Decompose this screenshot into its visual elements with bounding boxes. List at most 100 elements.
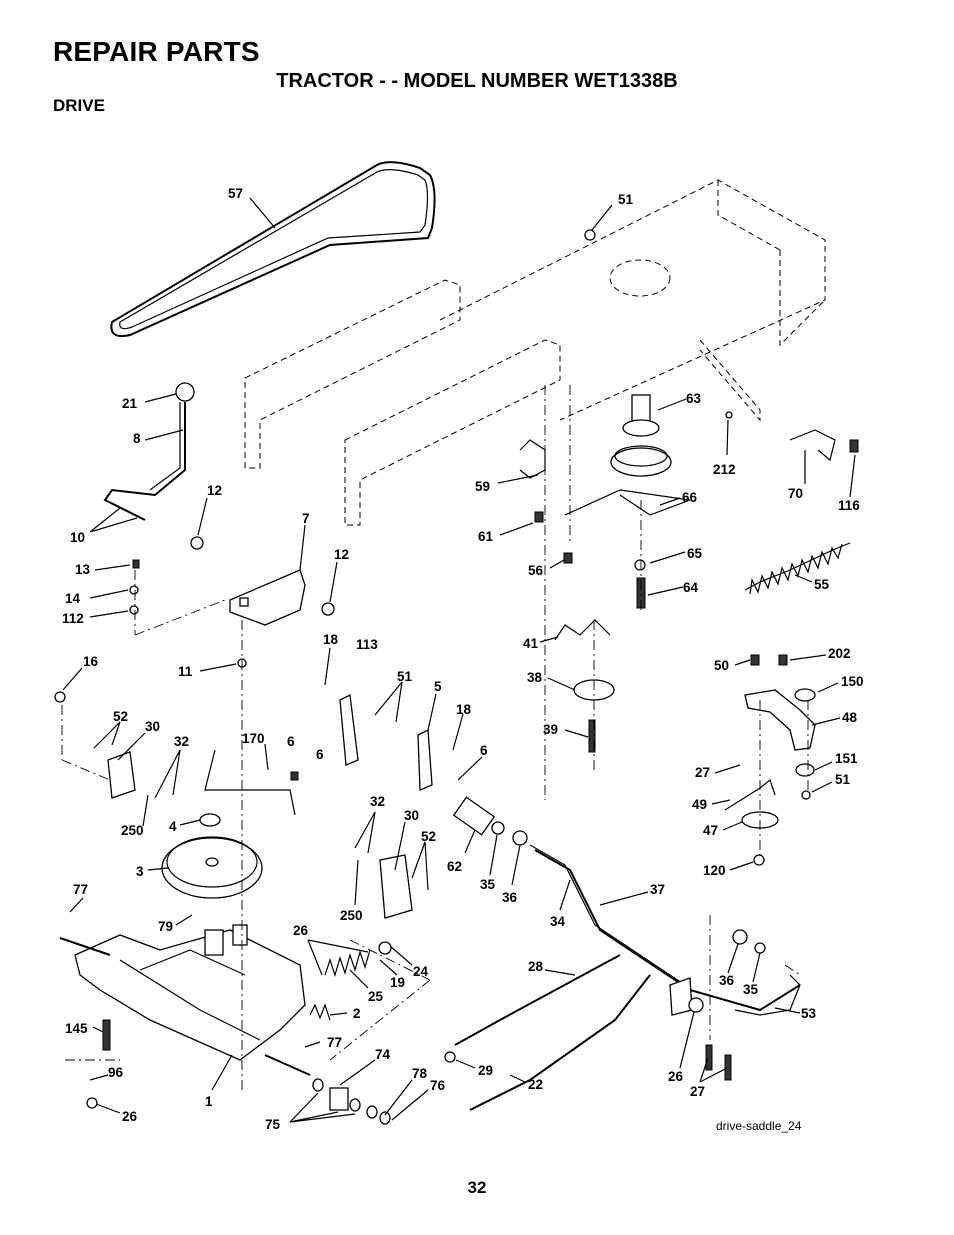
callout-label: 29 bbox=[478, 1063, 493, 1078]
callout-label: 150 bbox=[841, 674, 864, 689]
shift-lever-part bbox=[103, 382, 195, 521]
callout-label: 75 bbox=[265, 1117, 281, 1132]
callout-label: 55 bbox=[814, 577, 830, 592]
callout-label: 170 bbox=[242, 731, 265, 746]
callout-label: 13 bbox=[75, 562, 91, 577]
callout-label: 74 bbox=[375, 1047, 391, 1062]
belt-keeper-part bbox=[564, 489, 691, 516]
callout-label: 22 bbox=[528, 1077, 543, 1092]
callout-label: 49 bbox=[692, 797, 707, 812]
callout-label: 34 bbox=[550, 914, 566, 929]
bushing-part bbox=[378, 941, 392, 955]
washer-part bbox=[512, 830, 528, 846]
callout-label: 52 bbox=[113, 709, 128, 724]
callout-label: 48 bbox=[842, 710, 858, 725]
callout-label: 145 bbox=[65, 1021, 88, 1036]
callout-label: 41 bbox=[523, 636, 539, 651]
callout-label: 19 bbox=[390, 975, 405, 990]
washer-part bbox=[190, 536, 204, 550]
callout-label: 12 bbox=[334, 547, 349, 562]
callout-label: 6 bbox=[287, 734, 295, 749]
callout-label: 62 bbox=[447, 859, 462, 874]
callout-label: 56 bbox=[528, 563, 544, 578]
spring-coil-part bbox=[749, 543, 843, 595]
extension-spring-part bbox=[744, 542, 851, 591]
callout-label: 57 bbox=[228, 186, 243, 201]
brake-rod-part bbox=[454, 954, 621, 1046]
callout-label: 6 bbox=[316, 747, 324, 762]
callout-label: 212 bbox=[713, 462, 736, 477]
spring-part bbox=[324, 949, 371, 978]
callout-label: 30 bbox=[404, 808, 419, 823]
callout-label: 25 bbox=[368, 989, 384, 1004]
spring-part bbox=[309, 1003, 331, 1021]
callout-label: 26 bbox=[122, 1109, 138, 1124]
transaxle-pulley-part bbox=[161, 836, 263, 899]
rod-part bbox=[789, 429, 836, 462]
washer-part bbox=[732, 929, 748, 945]
pedal-shaft-part bbox=[529, 844, 801, 1012]
callout-label: 18 bbox=[456, 702, 472, 717]
bracket-part bbox=[669, 977, 693, 1016]
spacer-part bbox=[794, 688, 816, 702]
callout-label: 63 bbox=[686, 391, 702, 406]
model-subtitle: TRACTOR - - MODEL NUMBER WET1338B bbox=[276, 70, 678, 92]
callout-label: 21 bbox=[122, 396, 138, 411]
callout-label: 50 bbox=[714, 658, 729, 673]
callout-label: 53 bbox=[801, 1006, 817, 1021]
callout-label: 66 bbox=[682, 490, 698, 505]
belt-guide-part bbox=[554, 619, 611, 641]
callout-label: 36 bbox=[719, 973, 735, 988]
callout-label: 30 bbox=[145, 719, 160, 734]
callout-label: 26 bbox=[668, 1069, 684, 1084]
callout-label: 116 bbox=[838, 498, 860, 513]
drive-belt-part bbox=[110, 161, 436, 338]
callout-label: 250 bbox=[340, 908, 363, 923]
callout-label: 52 bbox=[421, 829, 436, 844]
callout-label: 51 bbox=[397, 669, 413, 684]
callout-label: 38 bbox=[527, 670, 543, 685]
callout-label: 18 bbox=[323, 632, 339, 647]
spacer-part bbox=[312, 1078, 391, 1125]
callout-label: 51 bbox=[618, 192, 634, 207]
bolt-part bbox=[102, 439, 859, 1081]
callout-label: 4 bbox=[169, 819, 177, 834]
transaxle-part bbox=[59, 924, 311, 1076]
retaining-ring-part bbox=[199, 813, 221, 827]
callout-label: 47 bbox=[703, 823, 718, 838]
callout-label: 151 bbox=[835, 751, 858, 766]
washer-part bbox=[795, 763, 815, 777]
callout-label: 36 bbox=[502, 890, 518, 905]
callout-label: 5 bbox=[434, 679, 442, 694]
callout-label: 64 bbox=[683, 580, 699, 595]
belt-guide-part bbox=[204, 749, 296, 816]
callout-label: 2 bbox=[353, 1006, 361, 1021]
callout-label: 24 bbox=[413, 964, 429, 979]
callout-label: 27 bbox=[695, 765, 710, 780]
callout-label: 27 bbox=[690, 1084, 705, 1099]
callout-label: 26 bbox=[293, 923, 309, 938]
callout-label: 11 bbox=[178, 664, 193, 679]
page-title: REPAIR PARTS bbox=[53, 36, 260, 67]
callout-label: 120 bbox=[703, 863, 726, 878]
callout-label: 76 bbox=[430, 1078, 446, 1093]
bushing-part bbox=[754, 942, 766, 954]
bracket-part bbox=[339, 694, 359, 766]
callout-labels: 57 51 21 8 12 7 10 13 14 112 12 16 11 18… bbox=[62, 186, 864, 1132]
control-rod-part bbox=[469, 974, 651, 1111]
callout-label: 77 bbox=[327, 1035, 342, 1050]
washer-part bbox=[491, 821, 505, 835]
page-number: 32 bbox=[467, 1178, 487, 1197]
callout-label: 51 bbox=[835, 772, 851, 787]
callout-label: 10 bbox=[70, 530, 85, 545]
callout-label: 16 bbox=[83, 654, 99, 669]
bracket-part bbox=[417, 728, 433, 791]
tractor-frame-outline bbox=[244, 179, 826, 526]
callout-label: 35 bbox=[480, 877, 496, 892]
callout-label: 14 bbox=[65, 591, 81, 606]
callout-label: 35 bbox=[743, 982, 759, 997]
lever-bracket-part bbox=[229, 569, 306, 626]
callout-label: 70 bbox=[788, 486, 803, 501]
callout-label: 65 bbox=[687, 546, 703, 561]
callout-label: 113 bbox=[356, 637, 378, 652]
